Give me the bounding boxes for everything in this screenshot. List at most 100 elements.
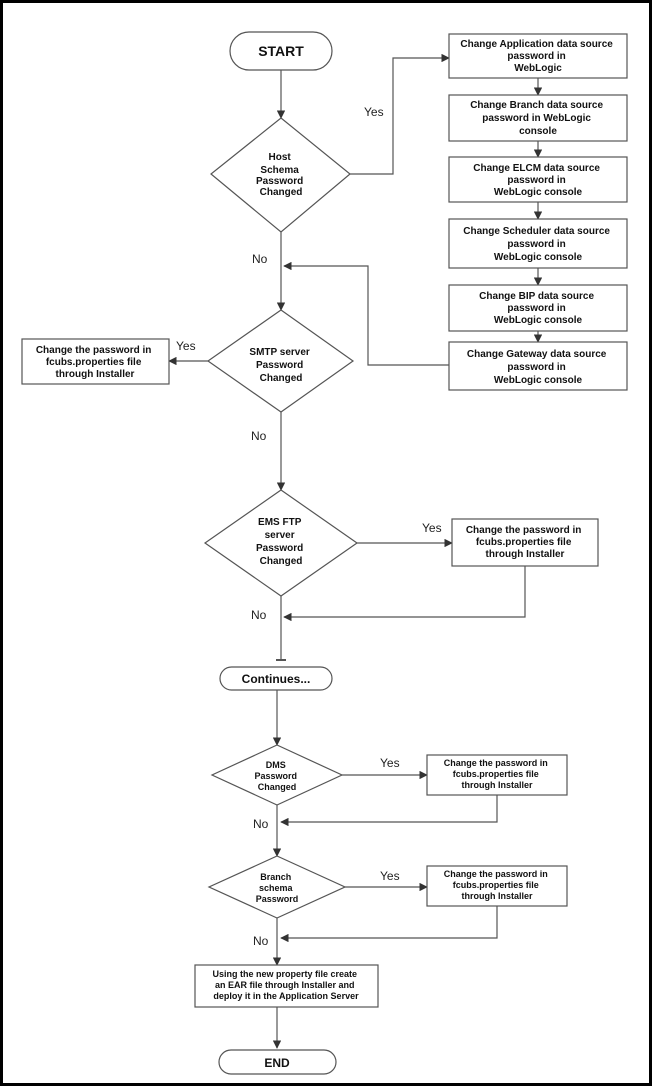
ear-line: an EAR file through Installer and	[215, 980, 355, 990]
ear-line: Using the new property file create	[212, 969, 357, 979]
dms-installer-line: through Installer	[461, 780, 533, 790]
branch-installer-line: Change the password in	[444, 869, 548, 879]
smtp-text: SMTP server Password Changed	[249, 347, 312, 384]
ems-installer-line: through Installer	[486, 549, 565, 560]
shape-labels: START Host Schema Password Changed Chang…	[36, 39, 615, 1070]
bip-ds-text: Change BIP data source password in WebLo…	[479, 291, 597, 326]
dms-line: Password	[254, 771, 297, 781]
branch-installer-line: through Installer	[461, 891, 533, 901]
smtp-line: SMTP server	[249, 347, 310, 358]
dms-decision	[210, 744, 344, 806]
dms-line: Changed	[258, 782, 297, 792]
dms-installer-line: Change the password in	[444, 758, 548, 768]
dms-line: DMS	[266, 760, 286, 770]
ems-ftp-line: Changed	[260, 556, 303, 567]
branch-ds-box	[448, 94, 628, 142]
branch-ds-line: Change Branch data source	[470, 100, 603, 111]
start-label: START	[258, 43, 304, 59]
smtp-installer-line: fcubs.properties file	[46, 357, 142, 368]
smtp-line: Changed	[260, 373, 303, 384]
bip-ds-box	[448, 284, 628, 332]
branch-no-label: No	[253, 934, 269, 948]
scheduler-ds-line: Change Scheduler data source	[463, 226, 610, 237]
app-ds-text: Change Application data source password …	[460, 39, 615, 74]
shapes	[21, 31, 628, 1075]
smtp-yes-label: Yes	[176, 339, 196, 353]
elcm-ds-line: password in	[507, 175, 565, 186]
host-no-label: No	[252, 252, 268, 266]
dms-no-label: No	[253, 817, 269, 831]
branch-installer-line: fcubs.properties file	[453, 880, 539, 890]
dms-text: DMS Password Changed	[254, 760, 299, 792]
ems-yes-label: Yes	[422, 521, 442, 535]
app-ds-line: password in	[507, 51, 565, 62]
dms-yes-label: Yes	[380, 756, 400, 770]
ems-installer-text: Change the password in fcubs.properties …	[466, 525, 584, 560]
branch-yes-label: Yes	[380, 869, 400, 883]
edge-gateway-return	[283, 261, 449, 366]
app-ds-box	[448, 33, 628, 79]
continues-terminal	[219, 666, 333, 691]
scheduler-ds-line: WebLogic console	[494, 252, 583, 263]
end-terminal	[218, 1049, 337, 1075]
smtp-installer-line: Change the password in	[36, 345, 152, 356]
branch-ds-text: Change Branch data source password in We…	[470, 100, 606, 137]
ems-ftp-decision	[203, 489, 359, 597]
edge-dms-return	[280, 795, 498, 827]
gateway-ds-line: WebLogic console	[494, 375, 583, 386]
ems-ftp-text: EMS FTP server Password Changed	[256, 517, 306, 567]
branch-schema-text: Branch schema Password	[256, 872, 299, 904]
bip-ds-line: WebLogic console	[494, 315, 583, 326]
host-schema-line: Schema	[260, 165, 299, 176]
branch-schema-decision	[207, 855, 347, 919]
ear-line: deploy it in the Application Server	[213, 991, 359, 1001]
gateway-ds-text: Change Gateway data source password in W…	[467, 349, 609, 386]
branch-schema-line: Branch	[260, 872, 291, 882]
branch-schema-line: schema	[259, 883, 294, 893]
branch-ds-line: password in WebLogic	[482, 113, 591, 124]
host-schema-decision	[210, 117, 351, 233]
dms-installer-text: Change the password in fcubs.properties …	[444, 758, 551, 790]
gateway-ds-line: password in	[507, 362, 565, 373]
dms-installer-box	[426, 754, 568, 796]
host-schema-text: Host Schema Password Changed	[256, 152, 306, 198]
ems-ftp-line: EMS FTP	[258, 517, 302, 528]
edge-labels: Yes No Yes No Yes No Yes No Yes No	[176, 105, 442, 948]
scheduler-ds-line: password in	[507, 239, 565, 250]
host-yes-label: Yes	[364, 105, 384, 119]
ems-installer-line: fcubs.properties file	[476, 537, 572, 548]
ems-installer-box	[451, 518, 599, 567]
ems-ftp-line: server	[265, 530, 295, 541]
elcm-ds-line: Change ELCM data source	[473, 163, 600, 174]
smtp-installer-text: Change the password in fcubs.properties …	[36, 345, 154, 380]
edge-ems-return	[283, 566, 526, 622]
gateway-ds-box	[448, 341, 628, 391]
dms-installer-line: fcubs.properties file	[453, 769, 539, 779]
elcm-ds-line: WebLogic console	[494, 187, 583, 198]
branch-ds-line: console	[519, 126, 557, 137]
edge-host-yes	[350, 53, 450, 175]
ear-box	[194, 964, 379, 1008]
app-ds-line: WebLogic	[514, 63, 562, 74]
branch-installer-box	[426, 865, 568, 907]
branch-schema-line: Password	[256, 894, 299, 904]
elcm-ds-box	[448, 156, 628, 203]
elcm-ds-text: Change ELCM data source password in WebL…	[473, 163, 602, 198]
smtp-installer-box	[21, 338, 170, 385]
app-ds-line: Change Application data source	[460, 39, 613, 50]
ems-ftp-line: Password	[256, 543, 303, 554]
end-label: END	[264, 1056, 290, 1070]
continues-label: Continues...	[242, 672, 311, 686]
smtp-line: Password	[256, 360, 303, 371]
smtp-installer-line: through Installer	[56, 369, 135, 380]
host-schema-line: Password	[256, 176, 303, 187]
scheduler-ds-box	[448, 218, 628, 269]
bip-ds-line: password in	[507, 303, 565, 314]
host-schema-line: Host	[268, 152, 291, 163]
gateway-ds-line: Change Gateway data source	[467, 349, 607, 360]
ems-installer-line: Change the password in	[466, 525, 582, 536]
smtp-decision	[206, 309, 355, 413]
